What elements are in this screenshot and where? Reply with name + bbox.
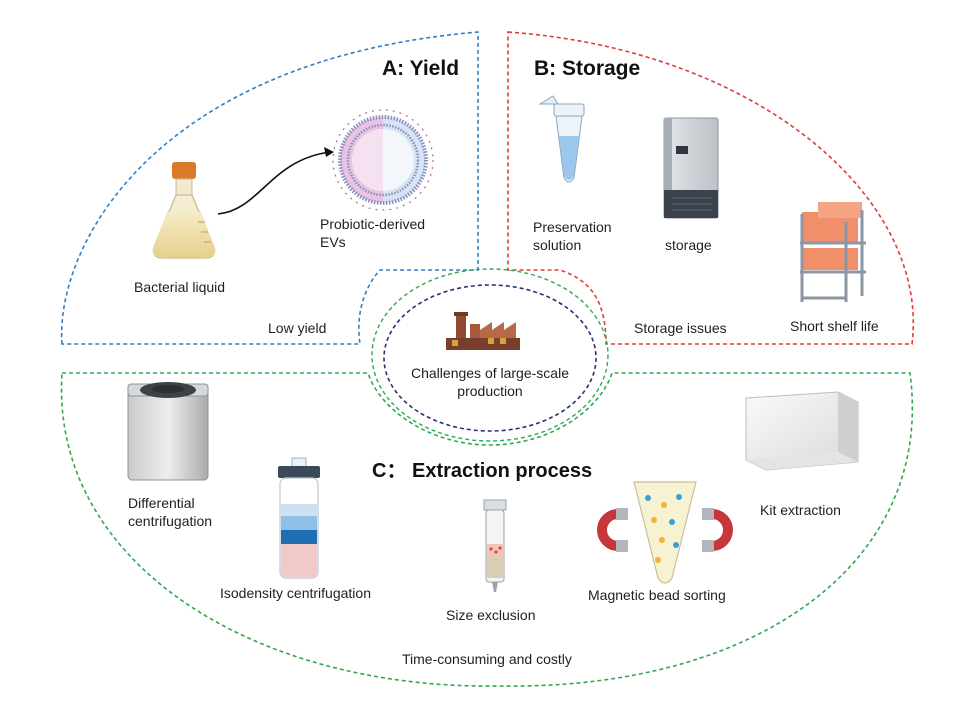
magnetic-label: Magnetic bead sorting [588,587,726,603]
storage-label: storage [665,237,712,253]
vesicle-icon [332,109,434,211]
storage-border [507,31,915,345]
extraction-border [60,372,914,687]
size-exclusion-label: Size exclusion [446,607,536,623]
yield-border [60,31,479,345]
shelf-life-label: Short shelf life [790,318,879,334]
center-ring [371,268,609,442]
storage-footer: Storage issues [634,320,727,336]
differential-label-line2: centrifugation [128,513,213,529]
microcentrifuge-tube-icon [538,95,585,183]
storage-title: B: Storage [534,57,641,80]
preservation-label-line1: Preservation [533,219,612,235]
magnet-bead-icon [597,481,733,584]
evs-label-line1: Probiotic-derived [320,216,426,232]
gradient-tube-icon [278,457,320,579]
evs-label-line2: EVs [320,234,346,250]
freezer-icon [663,117,719,219]
differential-label-line1: Differential [128,495,195,511]
center-border [383,284,597,432]
column-icon [483,499,507,592]
yield-title: A: Yield [382,57,460,80]
kit-label: Kit extraction [760,502,841,518]
kit-box-icon [745,391,859,471]
flask-icon [152,162,216,259]
center-label-line1: Challenges of large-scale [411,365,569,381]
centrifuge-icon [127,382,209,481]
yield-arrow [217,151,331,215]
bacterial-liquid-label: Bacterial liquid [134,279,226,295]
yield-footer: Low yield [268,320,327,336]
center-label-line2: production [457,383,523,399]
factory-icon [446,312,520,350]
shelf-icon [800,202,866,302]
preservation-label-line2: solution [533,237,582,253]
isodensity-label: Isodensity centrifugation [220,585,371,601]
extraction-footer: Time-consuming and costly [402,651,572,667]
extraction-title: C： Extraction process [372,460,593,482]
